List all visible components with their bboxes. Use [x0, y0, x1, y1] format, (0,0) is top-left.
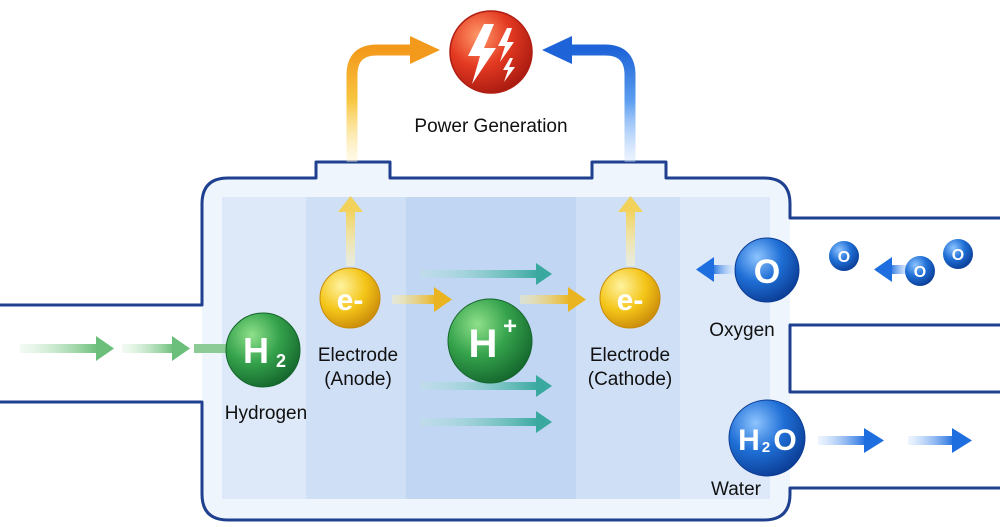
cathode-label-line2: (Cathode) [588, 369, 673, 390]
power-flow-left [346, 36, 440, 162]
svg-text:H: H [738, 424, 760, 457]
svg-text:+: + [503, 313, 517, 340]
anode-label-line1: Electrode [318, 345, 398, 366]
svg-text:e-: e- [337, 284, 364, 317]
oxygen-atom: O [905, 256, 935, 286]
svg-text:2: 2 [762, 439, 770, 456]
water-outflow-arrows [818, 428, 972, 453]
hydrogen-inflow-arrows [20, 336, 230, 361]
anode-layer [306, 197, 406, 499]
svg-text:O: O [754, 253, 780, 291]
water-label: Water [711, 479, 762, 500]
power-flow-right [542, 36, 636, 162]
electron-flow-arrows [338, 196, 643, 312]
hydrogen-molecule: H 2 [225, 312, 301, 388]
oxygen-atom: O [829, 241, 859, 271]
svg-text:H: H [469, 322, 498, 366]
water-molecule: H 2 O [728, 399, 806, 477]
svg-text:e-: e- [617, 284, 644, 317]
proton-ion: H + [447, 298, 533, 384]
oxygen-label: Oxygen [709, 320, 774, 341]
page-title: Power Generation [414, 116, 567, 137]
cell-outline [0, 160, 1000, 522]
lightning-bolts-icon [449, 10, 533, 94]
cathode-label-line1: Electrode [590, 345, 670, 366]
anode-label-line2: (Anode) [324, 369, 392, 390]
oxygen-molecule: O [734, 237, 800, 303]
oxygen-atom: O [943, 239, 973, 269]
svg-text:O: O [952, 247, 964, 264]
ion-flow-arrows [420, 263, 552, 433]
hydrogen-label: Hydrogen [225, 403, 307, 424]
anode-electron: e- [319, 267, 381, 329]
svg-text:O: O [914, 264, 926, 281]
cathode-electron: e- [599, 267, 661, 329]
svg-text:2: 2 [276, 351, 286, 371]
svg-text:O: O [773, 424, 796, 457]
oxygen-inflow-arrows [696, 257, 910, 282]
svg-text:O: O [838, 249, 850, 266]
fuel-cell-body [202, 162, 790, 520]
svg-text:H: H [243, 330, 269, 371]
